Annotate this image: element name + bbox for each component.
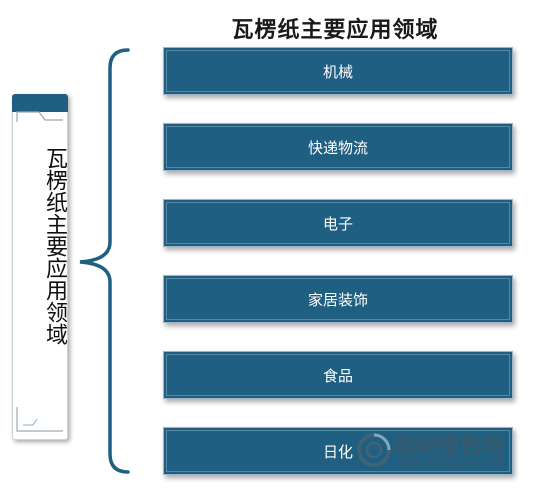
application-label: 日化 xyxy=(322,442,353,461)
application-box-food: 食品 xyxy=(163,351,513,399)
application-label: 食品 xyxy=(322,366,353,385)
diagram-title: 瓦楞纸主要应用领域 xyxy=(231,17,439,43)
application-box-logistics: 快递物流 xyxy=(163,123,513,171)
application-label: 电子 xyxy=(322,214,353,233)
side-label-char: 楞 xyxy=(42,169,67,191)
application-box-daily-chemicals: 日化 xyxy=(163,427,513,475)
side-label-char: 主 xyxy=(42,213,67,235)
side-card-top-decoration xyxy=(16,111,63,122)
side-card-bottom-decoration xyxy=(16,407,63,432)
side-label-char: 纸 xyxy=(42,191,67,213)
curly-brace xyxy=(79,48,130,474)
application-box-machinery: 机械 xyxy=(163,47,513,95)
application-label: 机械 xyxy=(322,62,353,81)
side-label-char: 用 xyxy=(42,279,67,301)
side-card-top-cap xyxy=(12,94,68,112)
side-label-char: 域 xyxy=(42,323,67,345)
side-label-char: 应 xyxy=(42,257,67,279)
application-box-home-decor: 家居装饰 xyxy=(163,275,513,323)
application-label: 家居装饰 xyxy=(307,290,368,309)
application-label: 快递物流 xyxy=(307,138,368,157)
side-label-card: 瓦 楞 纸 主 要 应 用 领 域 xyxy=(12,94,68,440)
application-box-electronics: 电子 xyxy=(163,199,513,247)
watermark-logo-icon xyxy=(357,433,391,467)
side-label-char: 领 xyxy=(42,301,67,323)
side-label-text: 瓦 楞 纸 主 要 应 用 领 域 xyxy=(13,147,67,345)
watermark: 观研报告网 chinabaogao.com xyxy=(352,426,532,476)
watermark-cn-text: 观研报告网 xyxy=(394,434,505,459)
side-label-char: 瓦 xyxy=(42,147,67,169)
side-label-char: 要 xyxy=(42,235,67,257)
watermark-en-text: chinabaogao.com xyxy=(396,456,505,470)
